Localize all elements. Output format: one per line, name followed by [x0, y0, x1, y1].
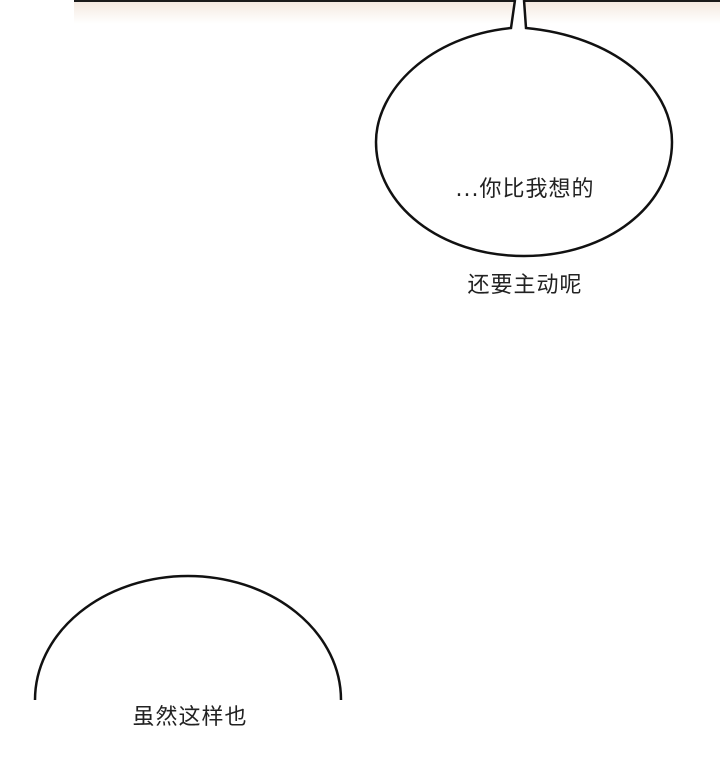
speech-bubble-1 [374, 0, 674, 258]
speech-bubbles-outline [33, 0, 674, 700]
speech-bubble-2 [33, 574, 343, 700]
panel-border [74, 0, 720, 2]
panel-shadow [74, 2, 720, 24]
bubble-1-line-2: 还要主动呢 [467, 273, 583, 298]
bubble-2-text: 虽然这样也 [60, 638, 320, 766]
bubble-1-text: ...你比我想的 还要主动呢 [400, 110, 650, 334]
bubble-1-line-1: ...你比我想的 [455, 177, 595, 202]
bubble-2-line-1: 虽然这样也 [132, 705, 248, 730]
